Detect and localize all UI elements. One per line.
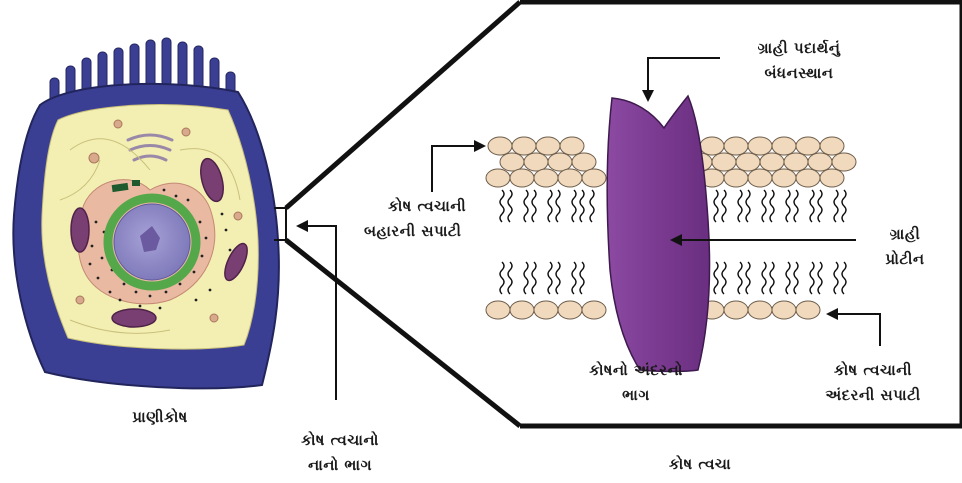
label-cell-membrane-text: કોષ ત્વચા — [669, 455, 731, 473]
label-membrane-part-line2: નાનો ભાગ — [270, 453, 410, 478]
animal-cell-illustration — [13, 38, 279, 388]
receptor-protein — [607, 96, 709, 372]
label-cell-interior-line2: ભાગ — [556, 383, 716, 408]
label-membrane-part: કોષ ત્વચાનો નાનો ભાગ — [270, 428, 410, 478]
zoom-line-top — [286, 2, 520, 208]
label-cell-interior-line1: કોષનો અંદરનો — [556, 358, 716, 383]
label-inner-surface-line1: કોષ ત્વચાની — [790, 358, 956, 383]
label-receptor-protein: ગ્રાહી પ્રોટીન — [862, 222, 948, 272]
arrow-inner-surface — [826, 308, 880, 346]
centriole-2 — [132, 180, 140, 186]
label-cell-interior: કોષનો અંદરનો ભાગ — [556, 358, 716, 408]
label-binding-site-line2: બંધનસ્થાન — [724, 61, 874, 86]
label-receptor-protein-line1: ગ્રાહી — [862, 222, 948, 247]
label-outer-surface-line2: બહારની સપાટી — [364, 219, 466, 244]
arrow-outer-surface — [432, 140, 486, 192]
label-membrane-part-line1: કોષ ત્વચાનો — [270, 428, 410, 453]
arrow-membrane-part — [296, 220, 336, 400]
arrow-binding-site — [642, 58, 720, 102]
label-inner-surface-line2: અંદરની સપાટી — [790, 383, 956, 408]
label-binding-site: ગ્રાહી પદાર્થનું બંધનસ્થાન — [724, 36, 874, 86]
label-animal-cell: પ્રાણીકોષ — [100, 405, 220, 430]
label-receptor-protein-line2: પ્રોટીન — [862, 247, 948, 272]
label-binding-site-line1: ગ્રાહી પદાર્થનું — [724, 36, 874, 61]
label-inner-surface: કોષ ત્વચાની અંદરની સપાટી — [790, 358, 956, 408]
lipid-bilayer — [486, 96, 856, 372]
label-outer-surface: કોષ ત્વચાની બહારની સપાટી — [364, 194, 466, 244]
label-outer-surface-line1: કોષ ત્વચાની — [364, 194, 466, 219]
zoom-line-bottom — [286, 240, 520, 426]
label-cell-membrane: કોષ ત્વચા — [640, 452, 760, 477]
label-animal-cell-text: પ્રાણીકોષ — [132, 408, 188, 426]
